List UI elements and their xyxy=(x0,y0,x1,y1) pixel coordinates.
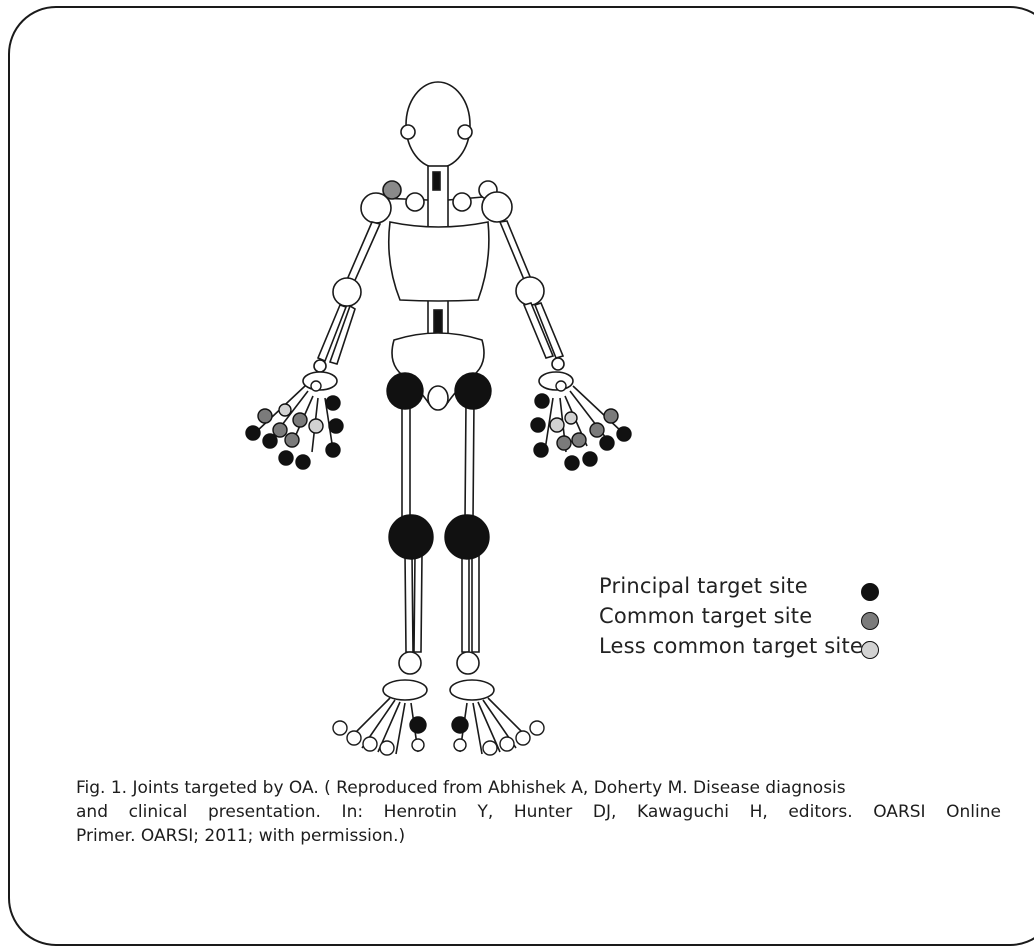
jaw-joint-right xyxy=(458,125,472,139)
ribcage xyxy=(389,222,489,301)
figure-caption: Fig. 1. Joints targeted by OA. ( Reprodu… xyxy=(76,776,1001,848)
ip-thumb-right xyxy=(531,418,545,432)
pip-right-1 xyxy=(604,409,618,423)
pip-right-3 xyxy=(572,433,586,447)
legend-label-less-common: Less common target sites xyxy=(599,634,874,658)
caption-line-2: and clinical presentation. In: Henrotin … xyxy=(76,800,1001,824)
legend-label-principal: Principal target site xyxy=(599,574,808,598)
legend-dot-common xyxy=(861,612,879,630)
dip-right-5 xyxy=(534,443,548,457)
dip-right-2 xyxy=(600,436,614,450)
knee-right xyxy=(445,515,489,559)
sternoclavicular-left xyxy=(406,193,424,211)
dip-left-2 xyxy=(263,434,277,448)
mtp-big-toe-left xyxy=(410,717,426,733)
wrist-right xyxy=(552,358,564,370)
tarsus-left xyxy=(383,680,427,700)
dip-left-3 xyxy=(279,451,293,465)
pip-left-2 xyxy=(273,423,287,437)
wrist-left xyxy=(314,360,326,372)
sternoclavicular-right xyxy=(453,193,471,211)
knee-left xyxy=(389,515,433,559)
ankle-right xyxy=(457,652,479,674)
elbow-left xyxy=(333,278,361,306)
mtp-big-toe-right xyxy=(452,717,468,733)
dip-left-5 xyxy=(326,443,340,457)
dip-left-1 xyxy=(246,426,260,440)
tarsus-right xyxy=(450,680,494,700)
mcp-right-1 xyxy=(550,418,564,432)
pip-left-3 xyxy=(285,433,299,447)
mcp-left-1 xyxy=(309,419,323,433)
mcp-left-2 xyxy=(279,404,291,416)
elbow-right xyxy=(516,277,544,305)
mcp-right-2 xyxy=(565,412,577,424)
shoulder-right xyxy=(482,192,512,222)
caption-line-3: Primer. OARSI; 2011; with permission.) xyxy=(76,824,1001,848)
legend-dot-principal xyxy=(861,583,879,601)
dip-right-4 xyxy=(565,456,579,470)
cmc-thumb-left xyxy=(326,396,340,410)
head xyxy=(406,82,470,168)
dip-right-1 xyxy=(617,427,631,441)
hip-left xyxy=(387,373,423,409)
sacrum xyxy=(428,386,448,410)
pip-left-1 xyxy=(258,409,272,423)
pip-left-4 xyxy=(293,413,307,427)
shoulder-left xyxy=(361,193,391,223)
hip-right xyxy=(455,373,491,409)
pip-right-4 xyxy=(557,436,571,450)
legend-dot-less-common xyxy=(861,641,879,659)
dip-left-4 xyxy=(296,455,310,469)
skeleton-diagram xyxy=(0,0,1034,910)
legend-label-common: Common target site xyxy=(599,604,812,628)
cmc-thumb-right xyxy=(535,394,549,408)
pip-right-2 xyxy=(590,423,604,437)
cervical-spine-mark xyxy=(433,172,440,190)
ankle-left xyxy=(399,652,421,674)
caption-line-1: Fig. 1. Joints targeted by OA. ( Reprodu… xyxy=(76,776,1001,800)
ip-thumb-left xyxy=(329,419,343,433)
dip-right-3 xyxy=(583,452,597,466)
jaw-joint-left xyxy=(401,125,415,139)
